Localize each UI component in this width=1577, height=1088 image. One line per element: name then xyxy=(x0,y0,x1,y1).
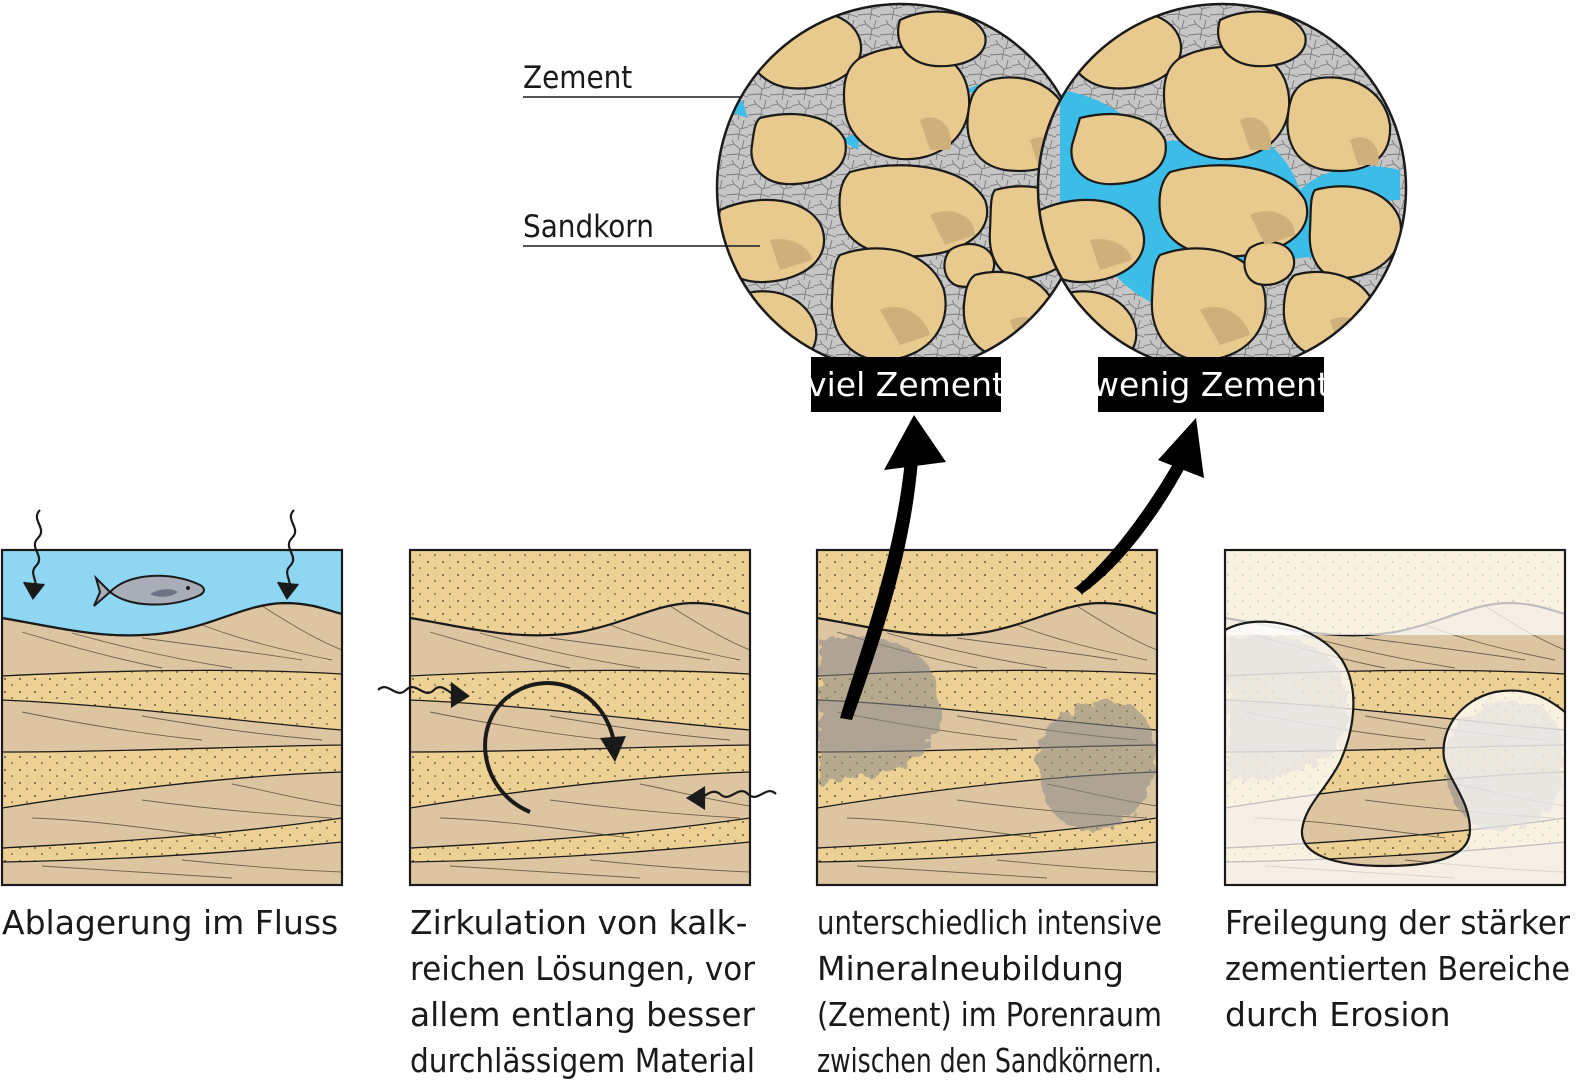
svg-text:Ablagerung im Fluss: Ablagerung im Fluss xyxy=(2,903,338,942)
caption-panel-1: Ablagerung im Fluss xyxy=(2,903,338,942)
svg-text:(Zement) im Porenraum: (Zement) im Porenraum xyxy=(817,995,1162,1034)
svg-text:zwischen den Sandkörnern.: zwischen den Sandkörnern. xyxy=(817,1041,1162,1080)
wavy-arrow-icon xyxy=(377,681,777,810)
panel-solution-circulation xyxy=(377,548,777,887)
tag-little-cement-bg xyxy=(1098,357,1324,412)
caption-panel-2: Zirkulation von kalk- reichen Lösungen, … xyxy=(410,903,755,1080)
svg-text:Freilegung der stärker: Freilegung der stärker xyxy=(1225,903,1570,942)
cement-label: Zement xyxy=(523,60,632,96)
tag-much-cement-bg xyxy=(811,357,1001,412)
caption-panel-3: unterschiedlich intensive Mineralneubild… xyxy=(817,903,1162,1080)
panel-river-deposition xyxy=(0,509,344,887)
sand-grain-label: Sandkorn xyxy=(523,209,654,245)
tag-little-cement: wenig Zement xyxy=(1092,365,1330,404)
fish-icon xyxy=(93,574,205,607)
svg-text:Zirkulation von kalk-: Zirkulation von kalk- xyxy=(410,903,748,942)
magnified-view-little-cement xyxy=(1036,2,1408,374)
svg-text:durchlässigem Material: durchlässigem Material xyxy=(410,1041,755,1080)
panel-erosion-exposure xyxy=(1223,548,1567,887)
svg-text:unterschiedlich intensive: unterschiedlich intensive xyxy=(817,903,1162,942)
wavy-arrow-icon xyxy=(23,509,299,600)
svg-text:Mineralneubildung: Mineralneubildung xyxy=(817,949,1124,988)
circular-arrow-icon xyxy=(483,681,626,814)
panel-mineral-formation xyxy=(815,415,1204,887)
svg-text:reichen Lösungen, vor: reichen Lösungen, vor xyxy=(410,949,755,988)
svg-text:durch Erosion: durch Erosion xyxy=(1225,995,1451,1034)
magnified-view-much-cement xyxy=(715,2,1087,374)
svg-text:zementierten Bereiche: zementierten Bereiche xyxy=(1225,949,1570,988)
curved-up-arrow-icon xyxy=(840,415,1204,720)
tag-much-cement: viel Zement xyxy=(807,365,1005,404)
caption-panel-4: Freilegung der stärker zementierten Bere… xyxy=(1225,903,1570,1034)
svg-text:allem entlang besser: allem entlang besser xyxy=(410,995,755,1034)
